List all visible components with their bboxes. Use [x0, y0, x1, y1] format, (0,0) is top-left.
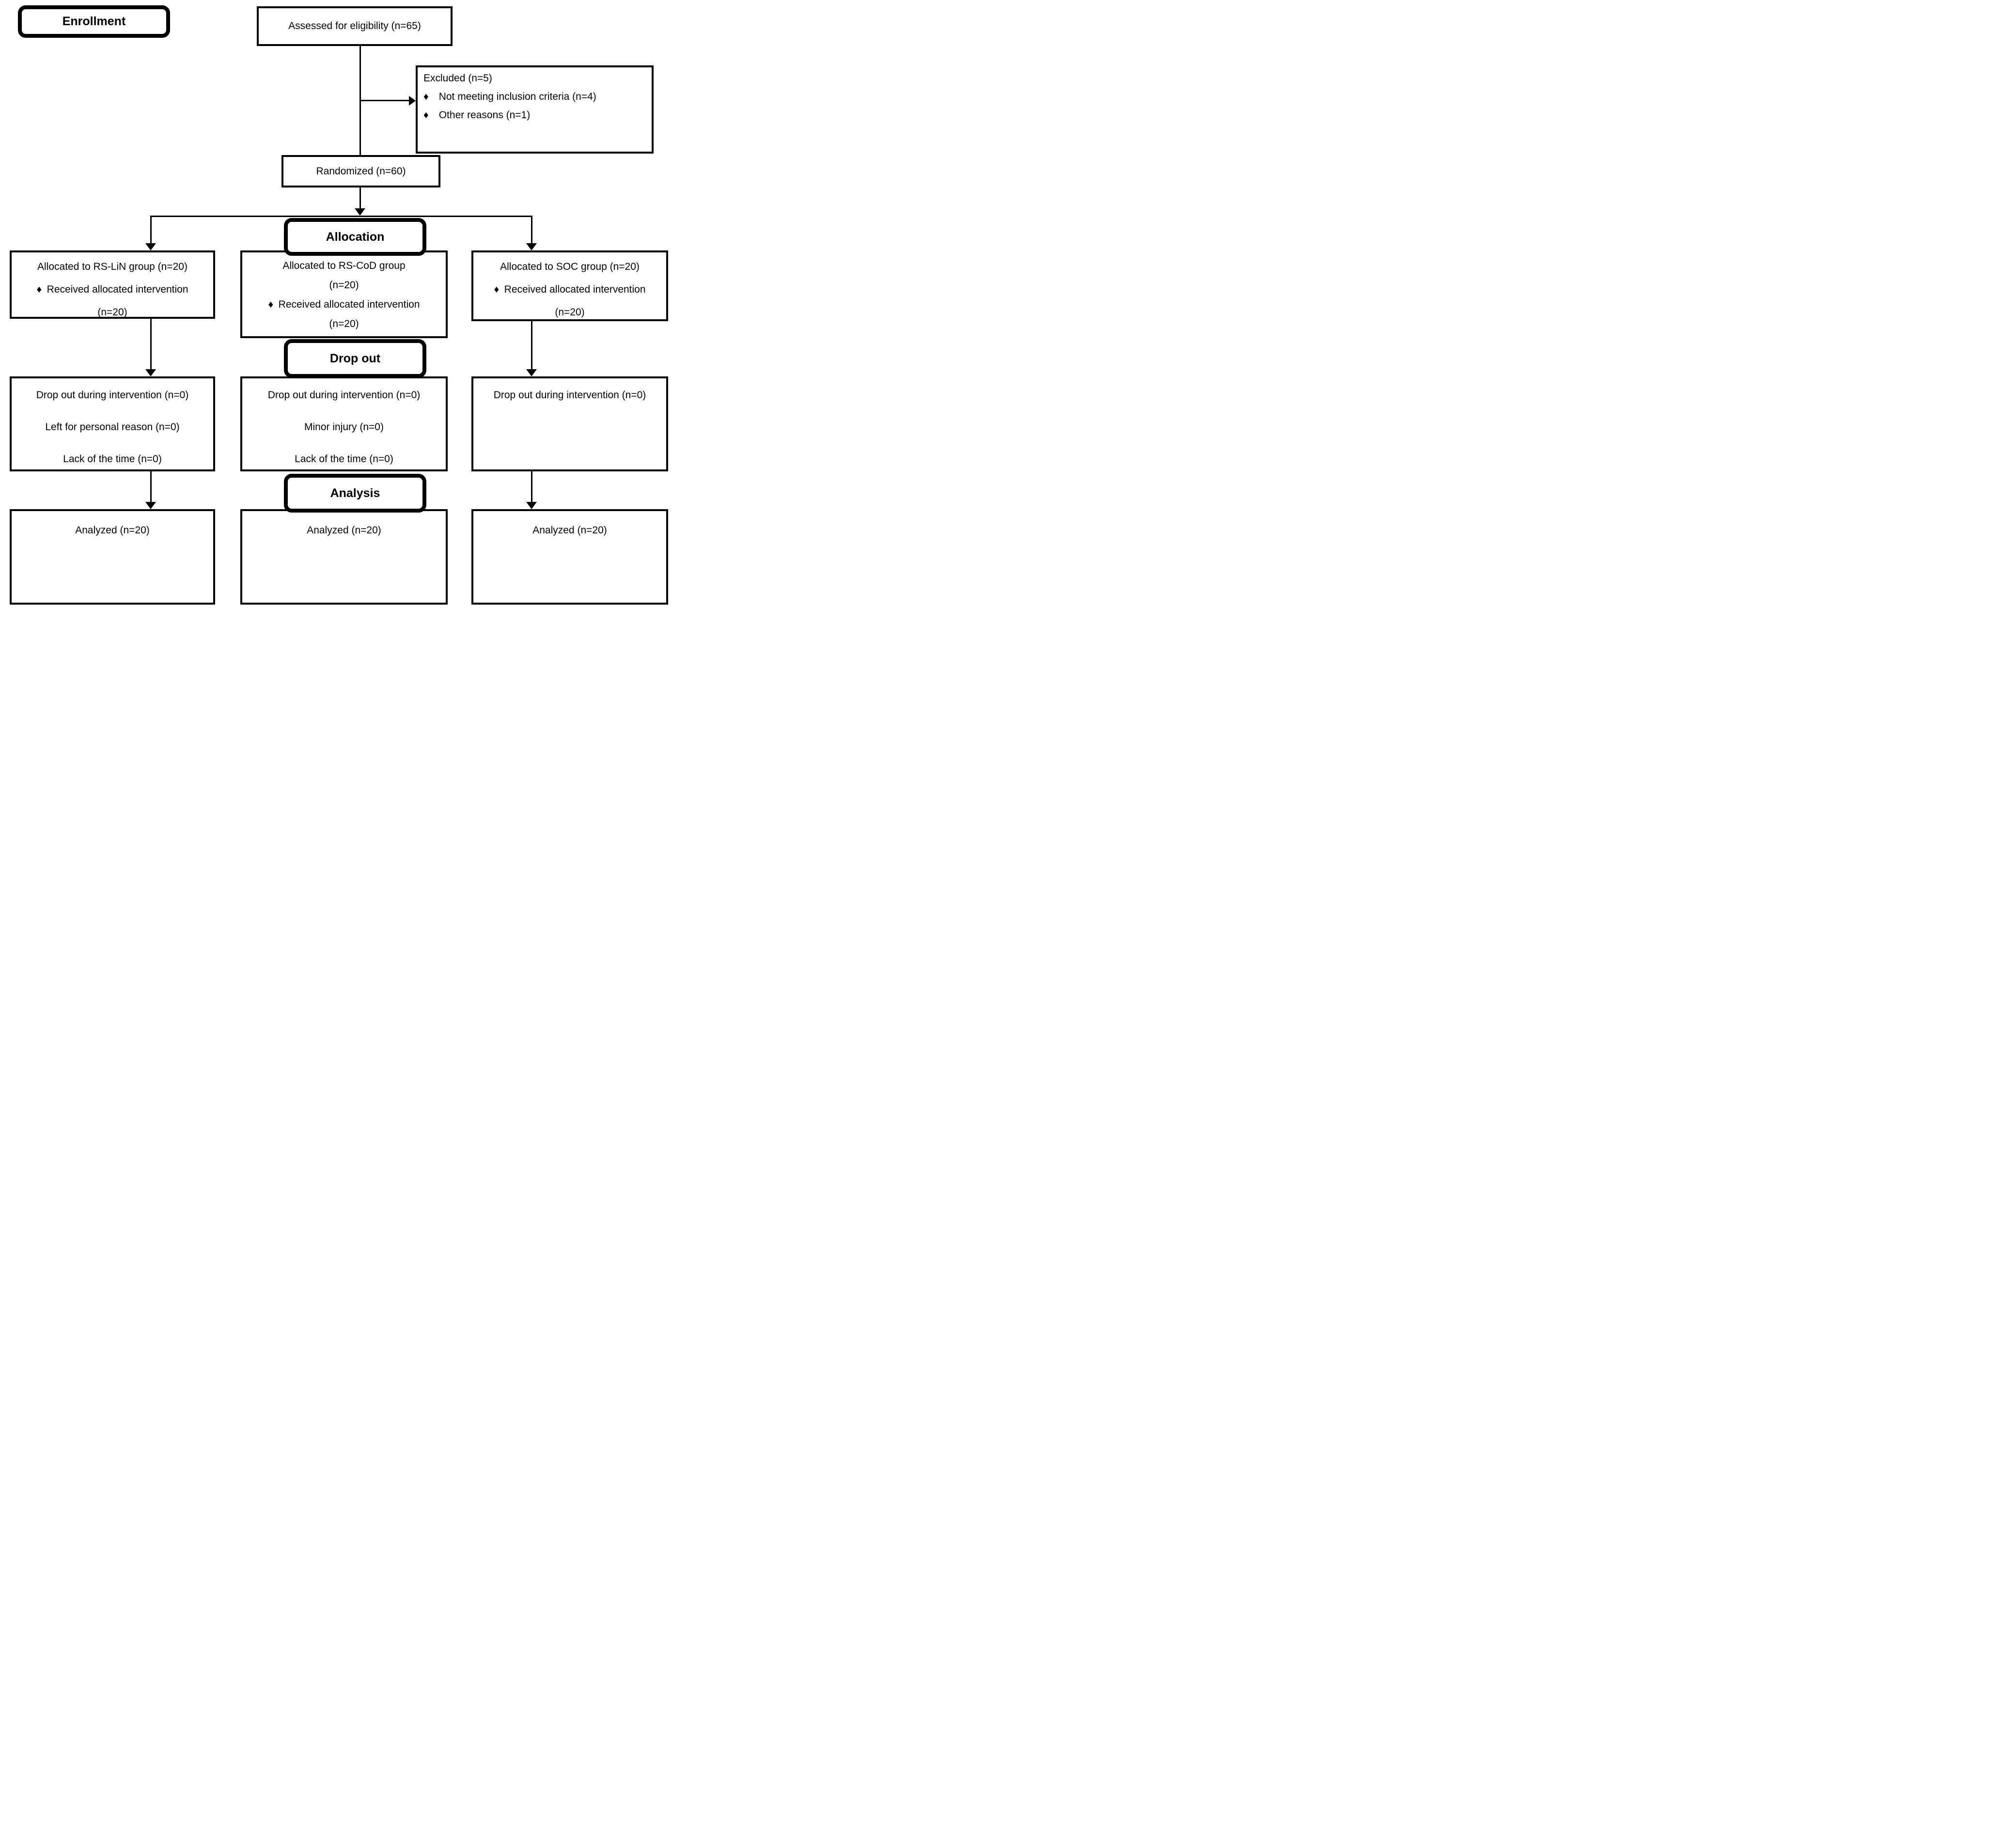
- allocation-line: (n=20): [329, 318, 359, 329]
- box-assessed-for-eligibility: Assessed for eligibility (n=65): [257, 6, 453, 46]
- stage-label-enrollment: Enrollment: [18, 5, 170, 38]
- dropout-line: Drop out during intervention (n=0): [36, 390, 189, 401]
- arrowhead-allocation-right: [526, 243, 537, 250]
- dropout-line: Drop out during intervention (n=0): [267, 390, 421, 401]
- box-dropout-rs-cod: Drop out during intervention (n=0) Minor…: [240, 376, 448, 471]
- dropout-line: Left for personal reason (n=0): [45, 421, 180, 433]
- arrowhead-branch-middle: [355, 208, 365, 216]
- dropout-line: Lack of the time (n=0): [295, 453, 393, 465]
- excluded-title: Excluded (n=5): [423, 73, 492, 84]
- excluded-item: ♦ Not meeting inclusion criteria (n=4): [423, 91, 596, 102]
- allocation-line: (n=20): [97, 307, 127, 318]
- arrowhead-dropout-left: [145, 369, 156, 376]
- connector-assessed-to-randomized: [359, 46, 361, 155]
- branch-line: [150, 216, 532, 217]
- consort-flow-diagram: Enrollment Assessed for eligibility (n=6…: [0, 0, 672, 608]
- allocation-line: (n=20): [329, 280, 359, 291]
- connector-branch-to-allocation-left: [150, 216, 152, 244]
- stage-label-allocation: Allocation: [284, 218, 426, 256]
- allocation-line: ♦ Received allocated intervention: [36, 284, 188, 295]
- box-allocation-soc: Allocated to SOC group (n=20) ♦ Received…: [471, 250, 668, 321]
- stage-label-enrollment-text: Enrollment: [62, 15, 126, 28]
- box-analyzed-rs-lin: Analyzed (n=20): [10, 509, 215, 605]
- excluded-item: ♦ Other reasons (n=1): [423, 109, 531, 121]
- allocation-line: Allocated to SOC group (n=20): [500, 261, 640, 272]
- dropout-line: Drop out during intervention (n=0): [493, 390, 646, 401]
- connector-dropout-to-analyzed-right: [531, 471, 532, 502]
- analyzed-text: Analyzed (n=20): [75, 525, 150, 536]
- assessed-text: Assessed for eligibility (n=65): [288, 20, 421, 31]
- box-excluded: Excluded (n=5) ♦ Not meeting inclusion c…: [416, 65, 654, 154]
- box-allocation-rs-cod: Allocated to RS-CoD group (n=20) ♦ Recei…: [240, 250, 448, 338]
- box-dropout-soc: Drop out during intervention (n=0): [471, 376, 668, 471]
- connector-allocation-to-dropout-right: [531, 321, 532, 370]
- allocation-line: (n=20): [555, 307, 585, 318]
- box-randomized: Randomized (n=60): [281, 155, 440, 187]
- box-analyzed-rs-cod: Analyzed (n=20): [240, 509, 448, 605]
- stage-label-analysis: Analysis: [284, 474, 426, 513]
- allocation-line: ♦ Received allocated intervention: [494, 284, 646, 295]
- connector-randomized-to-branch: [359, 187, 361, 209]
- allocation-line: Allocated to RS-CoD group: [282, 260, 406, 271]
- arrowhead-analyzed-left: [145, 502, 156, 509]
- connector-branch-to-allocation-right: [531, 216, 532, 244]
- dropout-line: Minor injury (n=0): [304, 421, 384, 433]
- dropout-line: Lack of the time (n=0): [63, 453, 162, 465]
- arrowhead-dropout-right: [526, 369, 537, 376]
- stage-label-dropout-text: Drop out: [329, 351, 381, 365]
- stage-label-dropout: Drop out: [284, 339, 426, 378]
- connector-allocation-to-dropout-left: [150, 319, 152, 370]
- arrowhead-allocation-left: [145, 243, 156, 250]
- analyzed-text: Analyzed (n=20): [532, 525, 607, 536]
- box-allocation-rs-lin: Allocated to RS-LiN group (n=20) ♦ Recei…: [10, 250, 215, 319]
- stage-label-analysis-text: Analysis: [330, 486, 380, 500]
- connector-to-excluded: [360, 100, 410, 101]
- arrowhead-analyzed-right: [526, 502, 537, 509]
- analyzed-text: Analyzed (n=20): [307, 525, 381, 536]
- allocation-line: ♦ Received allocated intervention: [268, 299, 420, 310]
- box-dropout-rs-lin: Drop out during intervention (n=0) Left …: [10, 376, 215, 471]
- stage-label-allocation-text: Allocation: [326, 230, 385, 244]
- box-analyzed-soc: Analyzed (n=20): [471, 509, 668, 605]
- allocation-line: Allocated to RS-LiN group (n=20): [37, 261, 188, 272]
- connector-dropout-to-analyzed-left: [150, 471, 152, 502]
- arrowhead-excluded: [409, 96, 416, 106]
- randomized-text: Randomized (n=60): [316, 165, 406, 177]
